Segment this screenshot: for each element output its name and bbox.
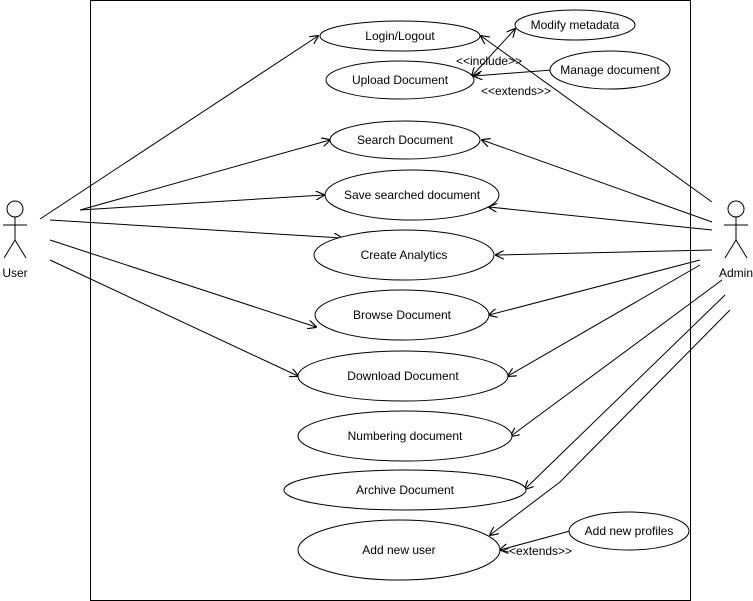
- use-case-label: Save searched document: [344, 188, 481, 202]
- edge-user-browse: [49, 239, 316, 327]
- use-case-upload-document[interactable]: Upload Document: [325, 60, 475, 100]
- use-case-label: Archive Document: [356, 483, 455, 497]
- edge-user-save: [79, 195, 324, 211]
- use-case-login-logout[interactable]: Login/Logout: [319, 20, 481, 52]
- use-case-label: Browse Document: [353, 308, 452, 322]
- use-case-search-document[interactable]: Search Document: [329, 120, 481, 160]
- extends-label-manage: <<extends>>: [481, 84, 551, 98]
- use-case-label: Login/Logout: [365, 29, 435, 43]
- use-case-label: Manage document: [560, 63, 660, 77]
- use-case-browse-document[interactable]: Browse Document: [314, 289, 490, 341]
- admin-associations: [481, 36, 731, 535]
- use-case-label: Add new user: [362, 543, 435, 557]
- edge-admin-add-user: [490, 309, 731, 535]
- use-case-label: Search Document: [357, 133, 454, 147]
- edge-user-login: [39, 36, 318, 220]
- edge-admin-browse: [489, 259, 701, 315]
- include-label: <<include>>: [456, 54, 522, 68]
- edge-user-search: [79, 140, 330, 211]
- user-associations: [39, 36, 342, 376]
- actor-head: [727, 200, 745, 218]
- use-case-modify-metadata[interactable]: Modify metadata: [514, 9, 636, 41]
- edge-admin-analytics: [496, 249, 713, 255]
- edge-admin-archive: [525, 294, 726, 489]
- actor-admin[interactable]: Admin: [719, 200, 753, 280]
- actor-head: [6, 200, 24, 218]
- use-case-label: Create Analytics: [361, 248, 448, 262]
- use-case-archive-document[interactable]: Archive Document: [283, 469, 527, 511]
- actor-user-label: User: [2, 266, 27, 280]
- use-case-download-document[interactable]: Download Document: [297, 350, 509, 402]
- relation-edges: [472, 29, 571, 550]
- use-case-label: Upload Document: [352, 73, 449, 87]
- use-case-label: Modify metadata: [531, 18, 620, 32]
- edge-user-analytics: [49, 219, 342, 238]
- use-case-add-new-profiles[interactable]: Add new profiles: [568, 511, 690, 551]
- edge-admin-search: [482, 140, 713, 223]
- use-case-label: Numbering document: [348, 429, 463, 443]
- use-case-numbering-document[interactable]: Numbering document: [297, 410, 513, 462]
- edge-include: [472, 29, 515, 76]
- use-case-save-searched-document[interactable]: Save searched document: [324, 169, 500, 221]
- edge-extends-manage: [474, 69, 553, 76]
- edge-user-download: [49, 259, 298, 376]
- edge-admin-download: [508, 264, 701, 376]
- actor-user[interactable]: User: [2, 200, 28, 280]
- extends-label-profiles: <<extends>>: [502, 544, 572, 558]
- use-case-manage-document[interactable]: Manage document: [549, 50, 671, 90]
- use-case-create-analytics[interactable]: Create Analytics: [313, 229, 495, 281]
- use-case-label: Add new profiles: [585, 524, 674, 538]
- use-case-label: Download Document: [347, 369, 459, 383]
- actor-admin-label: Admin: [719, 266, 753, 280]
- edge-admin-login: [481, 36, 713, 203]
- edge-extends-profiles: [500, 530, 571, 550]
- use-case-add-new-user[interactable]: Add new user: [297, 519, 501, 581]
- edge-admin-save: [489, 207, 713, 231]
- edge-admin-numbering: [511, 279, 723, 436]
